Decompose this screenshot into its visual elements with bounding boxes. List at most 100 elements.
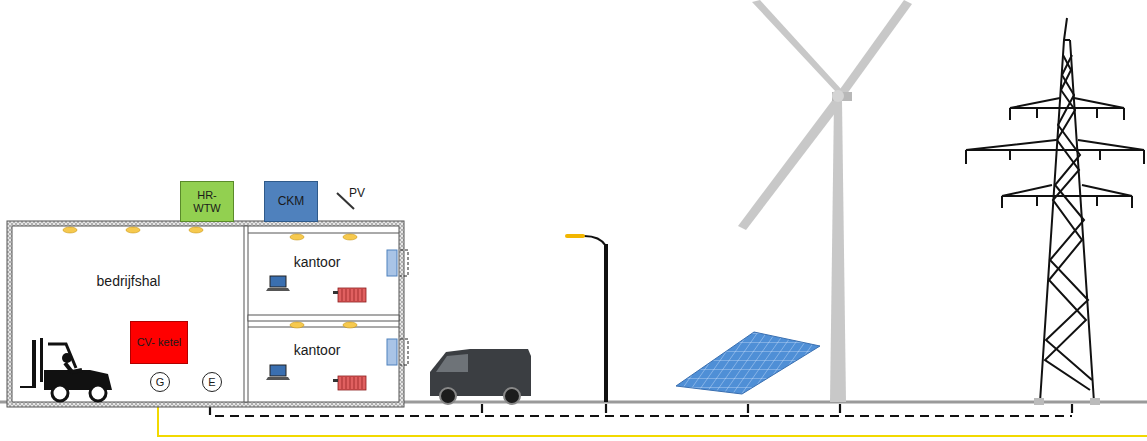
building <box>7 221 404 407</box>
laptop <box>266 276 290 380</box>
radiator <box>333 288 366 302</box>
forklift <box>20 386 34 388</box>
ceiling-light <box>290 322 304 328</box>
forklift <box>62 353 72 363</box>
building <box>248 327 399 328</box>
building <box>248 233 399 234</box>
building <box>387 250 397 276</box>
van <box>436 354 468 372</box>
radiator <box>350 289 351 301</box>
wind-turbine <box>832 90 844 102</box>
radiator <box>338 376 366 390</box>
office-area: kantoor <box>249 328 385 401</box>
building <box>387 339 397 365</box>
building <box>12 226 399 402</box>
van <box>440 388 456 404</box>
forklift <box>52 385 68 401</box>
box-label: E <box>208 376 215 389</box>
ceiling-light <box>126 227 140 233</box>
radiator <box>358 289 359 301</box>
radiator <box>333 288 366 390</box>
laptop <box>270 365 286 376</box>
chiller-unit: CKM <box>264 181 318 222</box>
area-label: kantoor <box>249 342 385 358</box>
power-cable <box>481 404 483 416</box>
power-pylon <box>1034 398 1044 405</box>
box-label: CKM <box>278 195 305 209</box>
power-pylon <box>1002 185 1132 196</box>
radiator <box>342 289 343 301</box>
forklift <box>90 385 106 401</box>
box-label: G <box>156 376 165 389</box>
radiator <box>338 288 366 302</box>
van <box>504 388 520 404</box>
heat-recovery-unit: HR- WTW <box>180 181 234 222</box>
ceiling-light <box>63 227 77 233</box>
power-cable <box>605 404 607 416</box>
street-lamp <box>565 234 585 238</box>
ceiling-light <box>343 234 357 240</box>
street-lamp <box>604 244 608 402</box>
laptop <box>266 288 290 291</box>
radiator <box>346 289 347 301</box>
wind-turbine <box>738 0 912 402</box>
wind-turbine <box>752 0 842 92</box>
power-pylon <box>1040 18 1094 402</box>
radiator <box>358 377 359 389</box>
forklift <box>65 363 82 372</box>
laptop <box>266 365 290 380</box>
power-cable <box>1071 404 1073 416</box>
street-lamp <box>584 236 606 246</box>
laptop <box>266 377 290 380</box>
forklift <box>32 340 36 388</box>
radiator <box>333 379 338 382</box>
radiator <box>342 377 343 389</box>
power-pylon <box>1090 398 1100 405</box>
building <box>400 339 408 365</box>
forklift <box>20 338 112 401</box>
wind-turbine <box>738 98 842 230</box>
radiator <box>354 289 355 301</box>
building <box>244 226 248 402</box>
ceiling-light <box>290 234 304 240</box>
building <box>400 250 408 276</box>
area-label: bedrijfshal <box>13 273 244 289</box>
power-cable <box>839 404 841 416</box>
radiator <box>333 291 338 294</box>
power-pylon <box>966 18 1144 405</box>
box-label: HR- WTW <box>183 189 231 214</box>
boiler-box: CV- ketel <box>130 321 188 364</box>
radiator <box>350 377 351 389</box>
building <box>248 315 399 321</box>
wind-turbine <box>838 0 912 98</box>
electricity-meter: E <box>202 372 222 392</box>
ceiling-light <box>343 322 357 328</box>
power-pylon <box>966 140 1144 150</box>
radiator <box>362 377 363 389</box>
ceiling-light <box>189 227 203 233</box>
laptop <box>266 276 290 291</box>
wind-turbine <box>830 100 846 402</box>
forklift <box>48 344 76 368</box>
power-pylon <box>966 108 1144 208</box>
radiator <box>354 377 355 389</box>
laptop <box>270 276 286 287</box>
building <box>7 221 408 407</box>
pv-label: PV <box>349 186 365 200</box>
van <box>430 349 531 404</box>
gas-meter: G <box>150 372 170 392</box>
office-area: kantoor <box>249 236 385 314</box>
radiator <box>333 376 366 390</box>
box-label: CV- ketel <box>137 336 182 349</box>
radiator <box>346 377 347 389</box>
radiator <box>362 289 363 301</box>
power-pylon <box>1046 55 1092 380</box>
street-lamp <box>565 234 608 402</box>
hall-area: bedrijfshalCV- ketelG E <box>13 227 244 401</box>
power-cable <box>747 404 749 416</box>
forklift <box>40 338 43 382</box>
area-label: kantoor <box>249 254 385 270</box>
